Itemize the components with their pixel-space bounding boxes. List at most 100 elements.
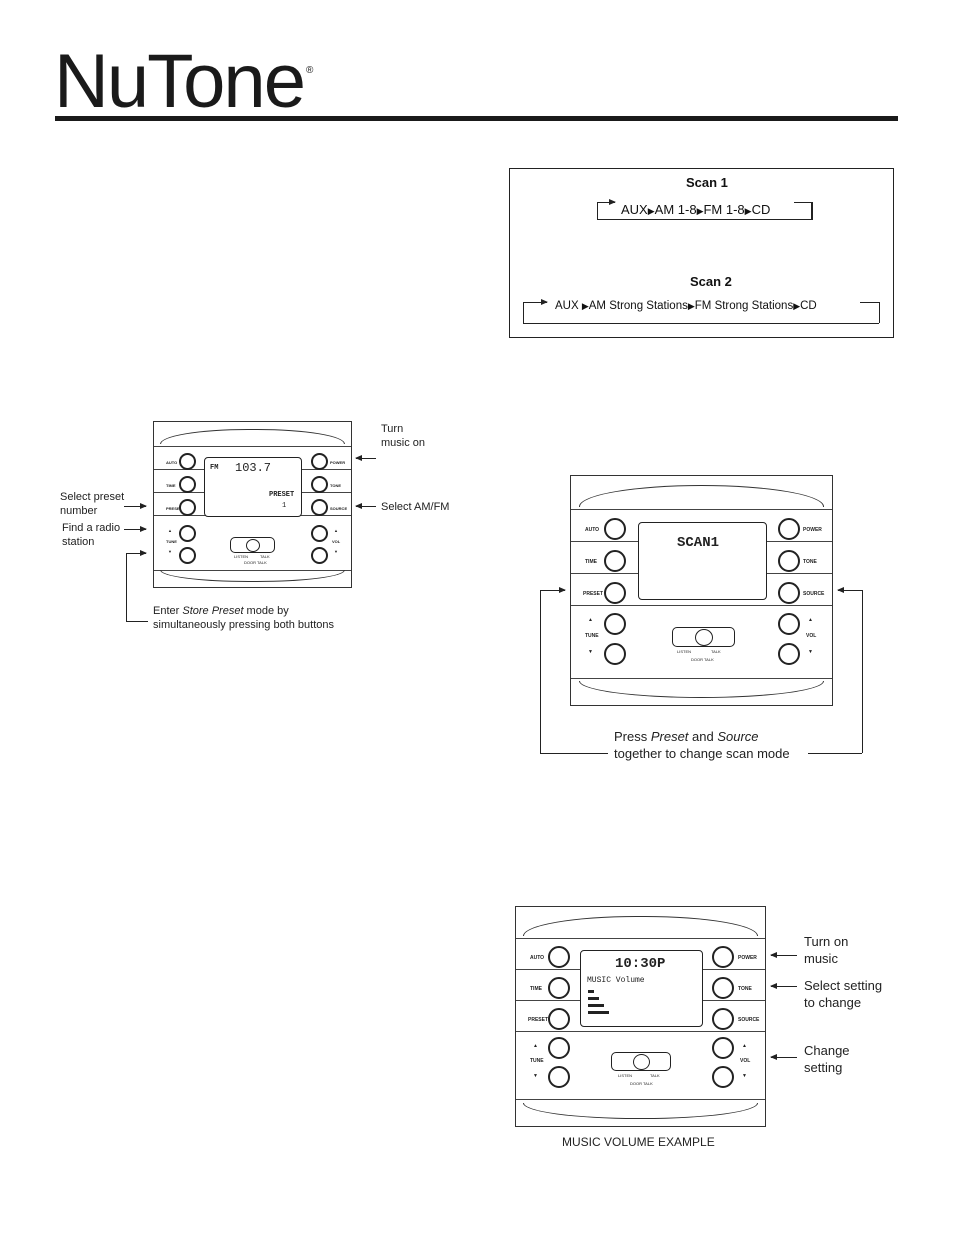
store-text-b: mode by	[243, 605, 289, 617]
source-button[interactable]	[311, 499, 328, 516]
callout-change-setting: Change setting	[804, 1043, 850, 1075]
screen-setting-label: MUSIC Volume	[587, 976, 645, 985]
arrow-to-source-button	[837, 587, 862, 593]
caption-source: Source	[717, 729, 759, 744]
listen-label: LISTEN	[677, 649, 692, 654]
screen-preset: PRESET	[269, 491, 295, 499]
preset-connector-bottom	[540, 753, 608, 754]
vol-up-glyph: ▲	[334, 528, 338, 533]
vol-down-button[interactable]	[311, 547, 328, 564]
arrow-to-power	[355, 455, 376, 461]
scan2-loop-right	[879, 302, 880, 323]
caption-change-scan-mode: together to change scan mode	[614, 746, 790, 761]
tune-down-button[interactable]	[179, 547, 196, 564]
screen-preset-number: 1	[282, 502, 287, 510]
source-button[interactable]	[712, 1008, 734, 1030]
preset-button[interactable]	[604, 582, 626, 604]
vol-label: VOL	[806, 633, 817, 639]
vol-up-button[interactable]	[311, 525, 328, 542]
tune-label: TUNE	[166, 539, 177, 544]
arrow-to-tone	[770, 983, 797, 989]
door-talk-label: DOOR TALK	[691, 657, 714, 662]
tone-button[interactable]	[778, 550, 800, 572]
vol-down-button[interactable]	[712, 1066, 734, 1088]
auto-label: AUTO	[585, 527, 600, 533]
preset-label: PRESET	[166, 506, 183, 511]
auto-button[interactable]	[548, 946, 570, 968]
time-button[interactable]	[179, 476, 196, 493]
vol-down-glyph: ▼	[808, 649, 813, 655]
callout-select-preset: Select preset number	[60, 491, 125, 517]
divider	[516, 938, 765, 939]
tune-down-button[interactable]	[604, 643, 626, 665]
callout-select-source: Select AM/FM	[381, 501, 450, 513]
tone-button[interactable]	[311, 476, 328, 493]
tune-up-button[interactable]	[179, 525, 196, 542]
preset-button[interactable]	[548, 1008, 570, 1030]
time-label: TIME	[166, 483, 176, 488]
arrow-to-preset-button	[540, 587, 566, 593]
scan1-loop-left	[597, 202, 598, 219]
scan1-item-cd: CD	[751, 202, 771, 217]
tune-down-button[interactable]	[548, 1066, 570, 1088]
callout-find-station: Find a radio station	[62, 522, 121, 548]
tune-up-button[interactable]	[548, 1037, 570, 1059]
auto-button[interactable]	[604, 518, 626, 540]
source-label: SOURCE	[803, 591, 825, 597]
time-button[interactable]	[604, 550, 626, 572]
tune-up-glyph: ▲	[588, 617, 593, 623]
screen-scan-mode: SCAN1	[677, 535, 720, 551]
power-label: POWER	[803, 527, 822, 533]
panel-bottom-arch	[523, 1103, 758, 1120]
lcd-screen: SCAN1	[638, 522, 767, 600]
divider	[571, 605, 832, 606]
power-button[interactable]	[311, 453, 328, 470]
vol-down-button[interactable]	[778, 643, 800, 665]
caption-and: and	[688, 729, 718, 744]
power-button[interactable]	[778, 518, 800, 540]
panel-top-arch	[523, 915, 758, 937]
vol-up-button[interactable]	[712, 1037, 734, 1059]
preset-connector-vertical	[540, 590, 541, 753]
tune-down-glyph: ▼	[168, 549, 172, 554]
preset-button[interactable]	[179, 499, 196, 516]
callout-store-preset: Enter Store Preset mode by	[153, 604, 289, 618]
volume-bar-1	[588, 990, 594, 993]
scan1-loop-right	[811, 202, 812, 219]
power-button[interactable]	[712, 946, 734, 968]
listen-label: LISTEN	[618, 1073, 633, 1078]
panel-top-arch	[578, 485, 825, 507]
caption-text-a: Press	[614, 729, 651, 744]
controller-figure-volume: AUTO TIME PRESET ▲ TUNE ▼ 10:30P MUSIC V…	[515, 906, 766, 1127]
next-arrow-icon: ▶	[687, 301, 695, 311]
next-arrow-icon: ▶	[696, 206, 704, 216]
scan2-loop-right-top	[860, 302, 879, 303]
arrow-to-source	[355, 503, 376, 509]
scan2-loop-arrow	[523, 299, 548, 305]
time-button[interactable]	[548, 977, 570, 999]
listen-talk-switch[interactable]	[611, 1052, 671, 1071]
listen-talk-switch[interactable]	[230, 537, 275, 553]
tone-label: TONE	[738, 986, 752, 992]
scan2-title: Scan 2	[690, 274, 732, 289]
tune-down-glyph: ▼	[533, 1073, 538, 1079]
scan1-item-am: AM 1-8	[654, 202, 697, 217]
tune-up-button[interactable]	[604, 613, 626, 635]
tune-down-glyph: ▼	[588, 649, 593, 655]
callout-store-preset-line2: simultaneously pressing both buttons	[153, 619, 334, 631]
scan1-sequence: AUX▶AM 1-8▶FM 1-8▶CD	[621, 202, 770, 217]
vol-up-button[interactable]	[778, 613, 800, 635]
tone-button[interactable]	[712, 977, 734, 999]
scan1-title: Scan 1	[686, 175, 728, 190]
source-button[interactable]	[778, 582, 800, 604]
volume-bar-2	[588, 997, 599, 1000]
time-label: TIME	[530, 986, 542, 992]
auto-button[interactable]	[179, 453, 196, 470]
vol-down-glyph: ▼	[334, 549, 338, 554]
listen-talk-switch[interactable]	[672, 627, 735, 647]
source-connector-bottom	[808, 753, 862, 754]
listen-label: LISTEN	[234, 554, 249, 559]
auto-label: AUTO	[530, 955, 545, 961]
scan1-item-fm: FM 1-8	[703, 202, 745, 217]
scan2-item-aux: AUX	[555, 300, 582, 312]
